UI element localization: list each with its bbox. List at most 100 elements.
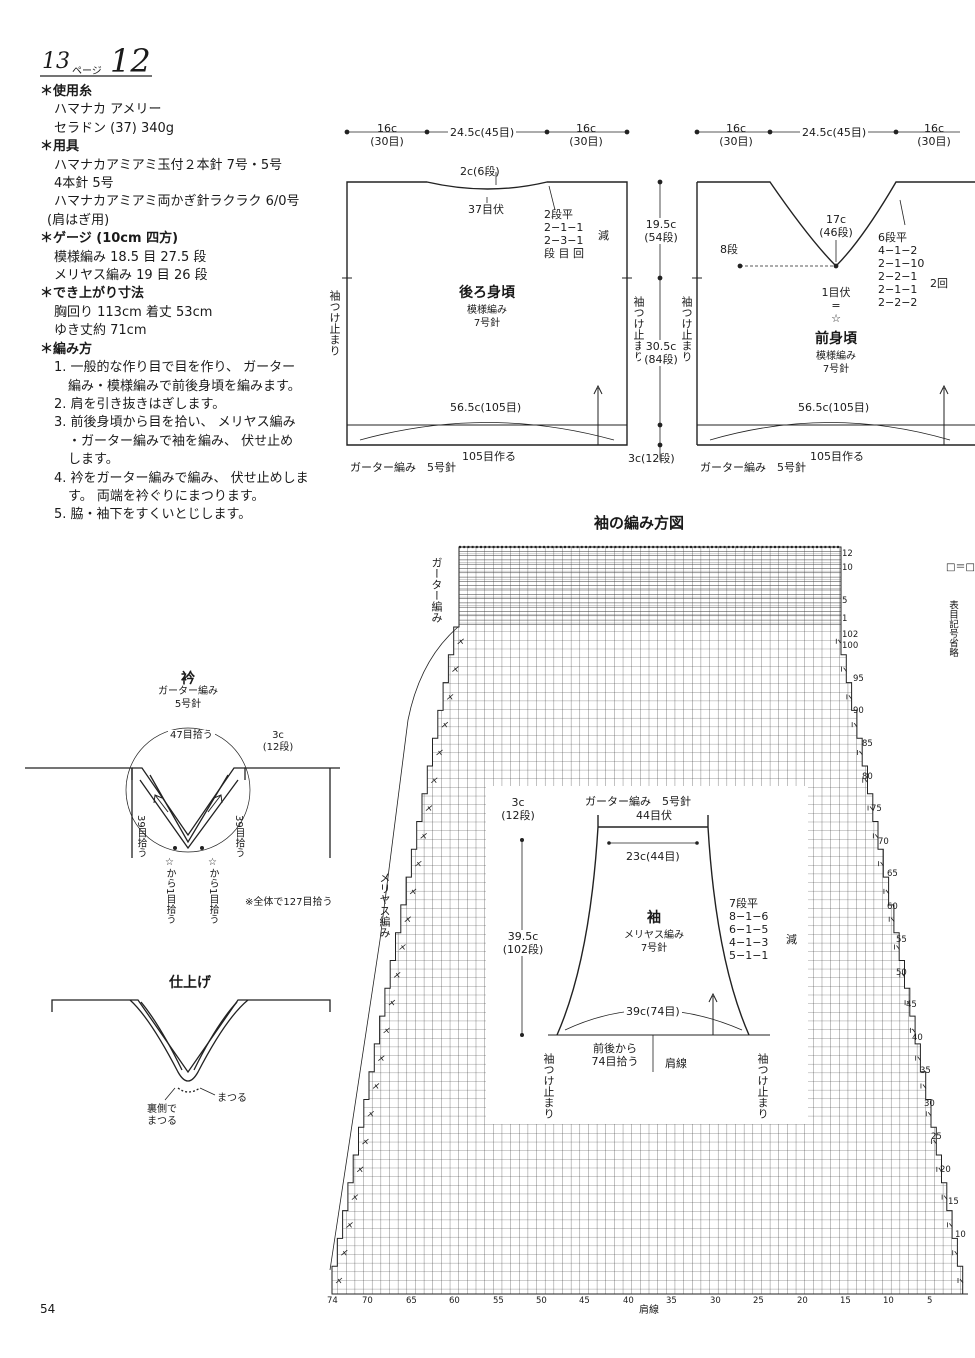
decrease-mark [409,888,417,895]
decrease-mark [872,833,879,839]
collar-star-right: ☆から1目拾う [207,857,218,925]
back-top-left-dim: 16c (30目) [370,122,404,148]
decrease-mark [952,1250,959,1256]
row-number: 10 [955,1230,966,1240]
sleeve-top-width: 23c(44目) [624,850,682,863]
decrease-mark [388,999,396,1006]
row-number: 50 [896,968,907,978]
decrease-mark [936,1166,943,1173]
row-number: 45 [906,1000,917,1010]
decrease-mark [404,916,412,923]
decrease-mark [915,1055,921,1061]
decrease-mark [841,666,847,672]
row-number: 102 [842,630,859,640]
decrease-mark [372,1083,380,1089]
column-number: 60 [449,1296,460,1306]
decrease-mark [425,805,433,811]
row-number: 20 [940,1165,951,1175]
instruction-line: 4. 衿をガーター編みで編み、 伏せ止めしま [54,470,309,486]
front-width: 56.5c(105目) [795,401,873,414]
decrease-mark [436,749,443,756]
chart-garter-label: ガーター編み [430,557,443,623]
chart-legend: □＝□ [946,562,975,573]
row-number: 100 [842,641,859,651]
back-neck-depth: 2c(6段) [460,165,500,178]
instruction-line: 胸回り 113cm 着丈 53cm [54,304,213,320]
sleeve-bind-off: 44目伏 [636,809,672,822]
collar-garter: ガーター編み [158,686,218,697]
row-number: 40 [912,1033,923,1043]
decrease-mark [857,749,863,756]
chart-stockinette-label: メリヤス編み [378,872,391,938]
front-v-depth: 17c (46段) [819,213,853,239]
instruction-line: ハマナカ アメリー [54,102,162,118]
back-sleeve-mark: 袖つけ止まり [328,290,341,356]
column-number: 30 [710,1296,721,1306]
finish-whip: まつる [217,1093,247,1104]
decrease-mark [341,1249,348,1256]
finish-title: 仕上げ [169,975,211,991]
front-top-mid-dim: 24.5c(45目) [800,126,869,139]
instruction-line: 模様編み 18.5 目 27.5 段 [54,249,207,265]
collar-rows: 3c (12段) [262,730,294,753]
back-width: 56.5c(105目) [447,401,525,414]
column-number: 45 [579,1296,590,1306]
decrease-mark [362,1138,369,1145]
row-number: 10 [842,563,853,573]
column-number: 55 [493,1296,504,1306]
row-number: 60 [887,902,898,912]
decrease-mark [446,694,454,700]
sleeve-bottom-width: 39c(74目) [624,1005,682,1018]
hem-depth: 3c(12段) [628,452,675,465]
decrease-mark [941,1194,948,1200]
row-number: 70 [878,837,889,847]
instruction-line: ハマナカアミアミ玉付２本針 7号・5号 [54,157,283,173]
instruction-heading: ＊でき上がり寸法 [40,286,145,302]
column-number: 35 [666,1296,677,1306]
row-number: 35 [920,1066,931,1076]
instruction-line: ゆき丈約 71cm [54,323,147,339]
sleeve-length: 39.5c (102段) [500,930,546,956]
decrease-mark [351,1194,359,1200]
back-top-mid-dim: 24.5c(45目) [448,126,517,139]
row-number: 5 [842,596,848,606]
page-number: 54 [40,1302,56,1316]
column-number: 25 [753,1296,764,1306]
decrease-mark [851,722,858,728]
instruction-line: ハマナカアミアミ両かぎ針ラクラク 6/0号 [54,194,300,210]
decrease-mark [356,1166,364,1173]
front-times: 2回 [930,277,948,290]
back-pattern: 模様編み [467,305,507,316]
page-ref: 13 [42,49,70,74]
back-garter: ガーター編み 5号針 [350,461,456,474]
sleeve-pattern: メリヤス編み [624,930,684,941]
decrease-mark [457,638,464,645]
sleeve-schematic [521,815,770,1072]
collar-pick-top: 47目拾う [168,730,215,742]
back-body-diagram [342,181,632,446]
front-pattern: 模様編み [816,351,856,362]
instruction-line: 編み・模様編みで前後身頃を編みます。 [68,378,301,394]
sleeve-dim-dots [520,838,699,1037]
sleeve-top-garter: ガーター編み 5号針 [585,795,691,808]
decrease-mark [378,1055,385,1061]
instruction-line: メリヤス編み 19 目 26 段 [54,268,208,284]
decrease-mark [383,1027,390,1034]
decrease-mark [393,971,401,978]
row-number: 90 [853,706,864,716]
decrease-mark [452,666,459,672]
collar-title: 衿 [181,671,195,687]
front-center-bind: 1目伏 = ☆ [821,286,851,325]
front-neck-shaping: 6段平 4−1−2 2−1−10 2−2−1 2−1−1 2−2−2 [878,231,925,309]
collar-total: ※全体で127目拾う [245,897,333,908]
collar-pick-left: 39目拾う [135,815,146,858]
decrease-mark [878,861,884,867]
instruction-line: ・ガーター編みで袖を編み、 伏せ止め [68,433,294,449]
instruction-line: 1. 一般的な作り目で目を作り、 ガーター [54,360,296,376]
decrease-mark [835,638,842,645]
back-shaping-dec: 減 [598,229,609,242]
back-needle: 7号針 [473,318,501,329]
column-number: 70 [362,1296,373,1306]
front-top-right-dim: 16c (30目) [917,122,951,148]
